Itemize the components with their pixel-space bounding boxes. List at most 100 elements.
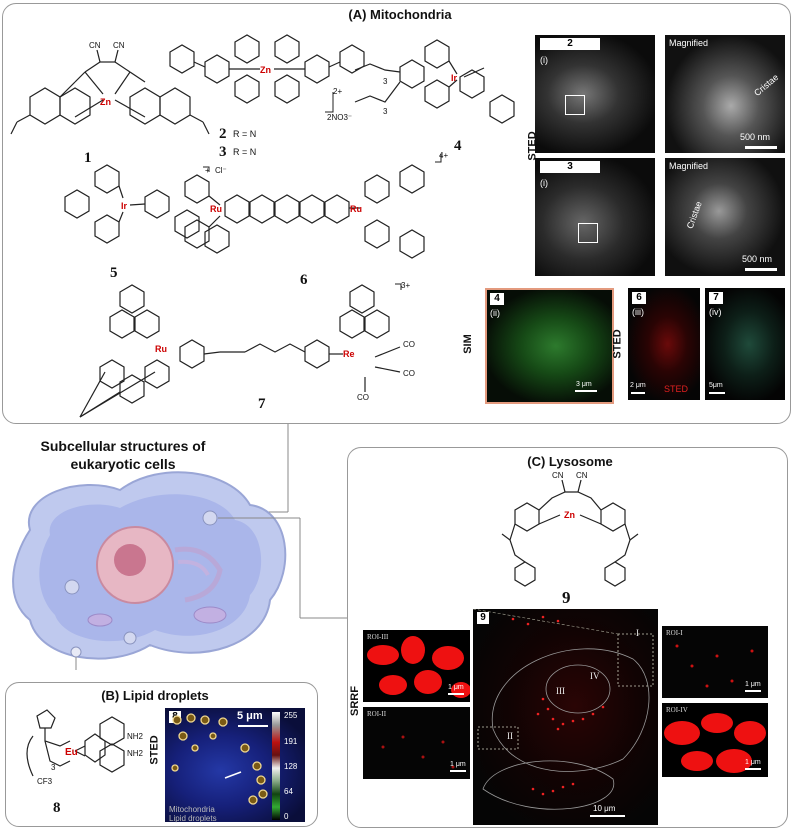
compound-4-label: 4 xyxy=(454,138,462,154)
image-8-lipid xyxy=(165,708,305,822)
lipid-droplet-markers xyxy=(171,713,268,805)
compound-8-structure: Eu CF3 3 NH2 NH2 xyxy=(26,709,144,786)
image-9-scale: 10 μm xyxy=(593,804,616,813)
counterion-2: 2NO3⁻ xyxy=(327,113,352,122)
scale-bar-2 xyxy=(745,146,777,149)
scale-bar-3 xyxy=(745,268,777,271)
charge-6: 4+ xyxy=(439,151,448,160)
compound-7-structure xyxy=(79,284,401,418)
roi-ii-label: ROI-II xyxy=(367,710,387,718)
label-III: III xyxy=(556,686,565,696)
roi-ii-scale: 1 μm xyxy=(450,761,466,768)
image-2-sted xyxy=(535,35,655,153)
image-4-roman: (ii) xyxy=(490,308,500,318)
roi-iv-label: ROI-IV xyxy=(666,706,688,714)
metal-ru-6b: Ru xyxy=(350,204,362,214)
compound-5-structure xyxy=(64,164,230,254)
colorbar-tick-191: 191 xyxy=(284,737,298,746)
image-3-sted xyxy=(535,158,655,276)
r-group-3: R = N xyxy=(233,147,257,157)
charge-7: 3+ xyxy=(401,281,410,290)
panel-a-title: (A) Mitochondria xyxy=(348,7,452,22)
metal-zn-1: Zn xyxy=(100,97,111,107)
compound-4-structure xyxy=(354,39,515,124)
image-8-scale-label: 5 μm xyxy=(237,710,263,722)
roi-iii-scale-bar xyxy=(448,693,464,695)
compound-7-label: 7 xyxy=(258,396,266,412)
legend-lipid-droplets: Lipid droplets xyxy=(169,814,217,823)
label-I: I xyxy=(636,628,639,638)
scale-label-4: 3 μm xyxy=(576,381,592,388)
compound-5-label: 5 xyxy=(110,265,118,281)
image-4-tag: 4 xyxy=(490,293,504,305)
roi-i-label: ROI-I xyxy=(666,629,683,637)
co-label-b: CO xyxy=(403,369,415,378)
magnified-label-a: Magnified xyxy=(669,38,709,48)
image-3-roman: (i) xyxy=(540,178,548,188)
panel-b-title: (B) Lipid droplets xyxy=(101,688,209,703)
sub3-b: 3 xyxy=(383,107,388,116)
image-9-scale-bar xyxy=(590,815,625,817)
nh2-label-a: NH2 xyxy=(127,732,144,741)
compound-3-label: 3 xyxy=(219,144,227,160)
scale-label-3: 500 nm xyxy=(742,254,773,264)
roi-ii-scale-bar xyxy=(450,770,466,772)
scale-label-2: 500 nm xyxy=(740,132,771,142)
colorbar-tick-0: 0 xyxy=(284,812,289,821)
scale-label-6: 2 μm xyxy=(630,382,646,389)
metal-ir-5: Ir xyxy=(121,201,128,211)
charge-2: 2+ xyxy=(333,87,342,96)
image-9-srrf xyxy=(473,609,658,825)
roi-iv-scale: 1 μm xyxy=(745,759,761,766)
cell-illustration xyxy=(12,424,350,670)
charge-5: + xyxy=(205,166,210,175)
image-9-tag: 9 xyxy=(477,612,489,624)
label-IV: IV xyxy=(590,671,600,681)
metal-eu: Eu xyxy=(65,747,78,758)
center-title: Subcellular structures of eukaryotic cel… xyxy=(40,438,206,472)
metal-zn-2: Zn xyxy=(260,65,271,75)
metal-ru-6a: Ru xyxy=(210,204,222,214)
panel-c-title: (C) Lysosome xyxy=(527,454,613,469)
counterion-5: Cl⁻ xyxy=(215,166,227,175)
roi-ii-image xyxy=(363,707,470,779)
roi-iii-image xyxy=(363,630,470,702)
roi-i-scale: 1 μm xyxy=(745,681,761,688)
metal-re-7: Re xyxy=(343,349,355,359)
image-2-roi-box xyxy=(565,95,585,115)
compound-9-label: 9 xyxy=(562,588,571,607)
co-label-a: CO xyxy=(403,340,415,349)
metal-ru-7: Ru xyxy=(155,344,167,354)
image-6-sted xyxy=(628,288,700,400)
scale-bar-7 xyxy=(709,392,725,394)
legend-mitochondria: Mitochondria xyxy=(169,805,215,814)
compound-2-structure xyxy=(169,34,365,104)
compound-6-structure xyxy=(184,164,425,259)
compound-1-label: 1 xyxy=(84,150,92,166)
image-2-tag: 2 xyxy=(540,38,600,50)
image-7-sted xyxy=(705,288,785,400)
cn-label-1b: CN xyxy=(113,41,125,50)
roi-iii-label: ROI-III xyxy=(367,633,389,641)
roi-iv-image xyxy=(662,703,768,777)
sted-label-b: STED xyxy=(611,329,624,359)
scale-bar-4 xyxy=(575,390,597,392)
compound-6-label: 6 xyxy=(300,272,308,288)
metal-zn-9: Zn xyxy=(564,510,575,520)
compound-8-label: 8 xyxy=(53,800,61,816)
compound-1-structure xyxy=(10,49,210,135)
image-4-sim xyxy=(485,288,614,404)
roi-i-image xyxy=(662,626,768,698)
sted-red-label: STED xyxy=(664,384,689,394)
image-3-magnified xyxy=(665,158,785,276)
image-3-roi-box xyxy=(578,223,598,243)
compound-2-label: 2 xyxy=(219,126,227,142)
sted-label-c: STED xyxy=(148,735,161,765)
colorbar-tick-255: 255 xyxy=(284,711,298,720)
colorbar-tick-128: 128 xyxy=(284,762,298,771)
label-II: II xyxy=(507,731,513,741)
sim-label: SIM xyxy=(461,334,474,354)
sub3-a: 3 xyxy=(383,77,388,86)
image-6-roman: (iii) xyxy=(632,307,644,317)
roi-i-scale-bar xyxy=(745,690,761,692)
